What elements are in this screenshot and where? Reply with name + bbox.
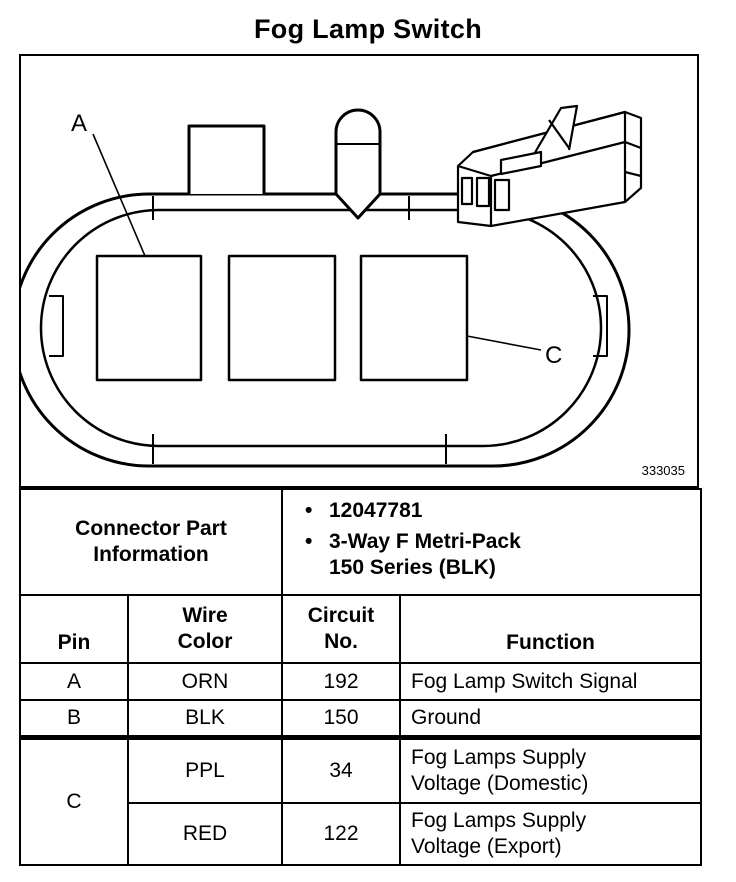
cavity-c	[359, 254, 469, 382]
shell-side-bump-left	[49, 295, 64, 357]
header-pin: Pin	[19, 594, 129, 664]
connector-isometric-view	[456, 104, 643, 228]
connector-face-drawing	[21, 104, 643, 468]
connector-info-label-line2: Information	[93, 543, 209, 566]
connector-description-line1: 3-Way F Metri-Pack	[329, 530, 521, 553]
function-cell: Fog Lamp Switch Signal	[399, 662, 702, 701]
connector-outer-shell	[21, 192, 631, 468]
function-cell: Fog Lamps Supply Voltage (Domestic)	[399, 734, 702, 804]
pinout-table: Connector Part Information • 12047781 • …	[19, 488, 702, 866]
connector-info-label-line1: Connector Part	[75, 517, 227, 540]
pin-cell: A	[19, 662, 129, 701]
pin-cell: C	[19, 734, 129, 866]
callout-a-leader	[92, 133, 146, 257]
header-wire-color: Wire Color	[127, 594, 283, 664]
part-number-item: • 12047781	[305, 499, 423, 522]
connector-description-line2: 150 Series (BLK)	[329, 556, 496, 579]
circuit-cell: 122	[281, 802, 401, 866]
pin-cell: B	[19, 699, 129, 738]
circuit-cell: 150	[281, 699, 401, 738]
cavity-a	[95, 254, 203, 382]
page-title: Fog Lamp Switch	[253, 14, 482, 44]
callout-c-leader	[466, 335, 542, 351]
lock-tab	[187, 124, 266, 194]
connector-info-values: • 12047781 • 3-Way F Metri-Pack 150 Seri…	[281, 488, 702, 596]
table-row: C PPL 34 Fog Lamps Supply Voltage (Domes…	[19, 734, 702, 866]
table-row: A ORN 192 Fog Lamp Switch Signal	[19, 662, 702, 701]
connector-inner-shell	[39, 208, 603, 448]
connector-info-row: Connector Part Information • 12047781 • …	[19, 488, 702, 596]
wire-color-cell: BLK	[127, 699, 283, 738]
wire-color-cell: PPL	[127, 734, 283, 804]
wire-color-cell: ORN	[127, 662, 283, 701]
circuit-cell: 192	[281, 662, 401, 701]
header-circuit-no: Circuit No.	[281, 594, 401, 664]
callout-c-label: C	[545, 342, 563, 369]
circuit-cell: 34	[281, 734, 401, 804]
shell-side-bump-right	[593, 295, 608, 357]
connector-diagram: A C 333035	[19, 54, 699, 488]
table-header-row: Pin Wire Color Circuit No. Function	[19, 594, 702, 664]
wire-color-cell: RED	[127, 802, 283, 866]
callout-a-label: A	[71, 110, 88, 137]
cavity-b	[227, 254, 337, 382]
connector-description-item: • 3-Way F Metri-Pack 150 Series (BLK)	[303, 529, 700, 581]
part-number: 12047781	[329, 499, 423, 522]
header-function: Function	[399, 594, 702, 664]
polarization-key	[334, 108, 382, 220]
connector-info-label: Connector Part Information	[19, 488, 283, 596]
figure-number: 333035	[641, 463, 685, 478]
table-row: RED 122 Fog Lamps Supply Voltage (Export…	[20, 802, 702, 866]
function-cell: Ground	[399, 699, 702, 738]
table-row: B BLK 150 Ground	[19, 699, 702, 738]
function-cell: Fog Lamps Supply Voltage (Export)	[399, 802, 702, 866]
